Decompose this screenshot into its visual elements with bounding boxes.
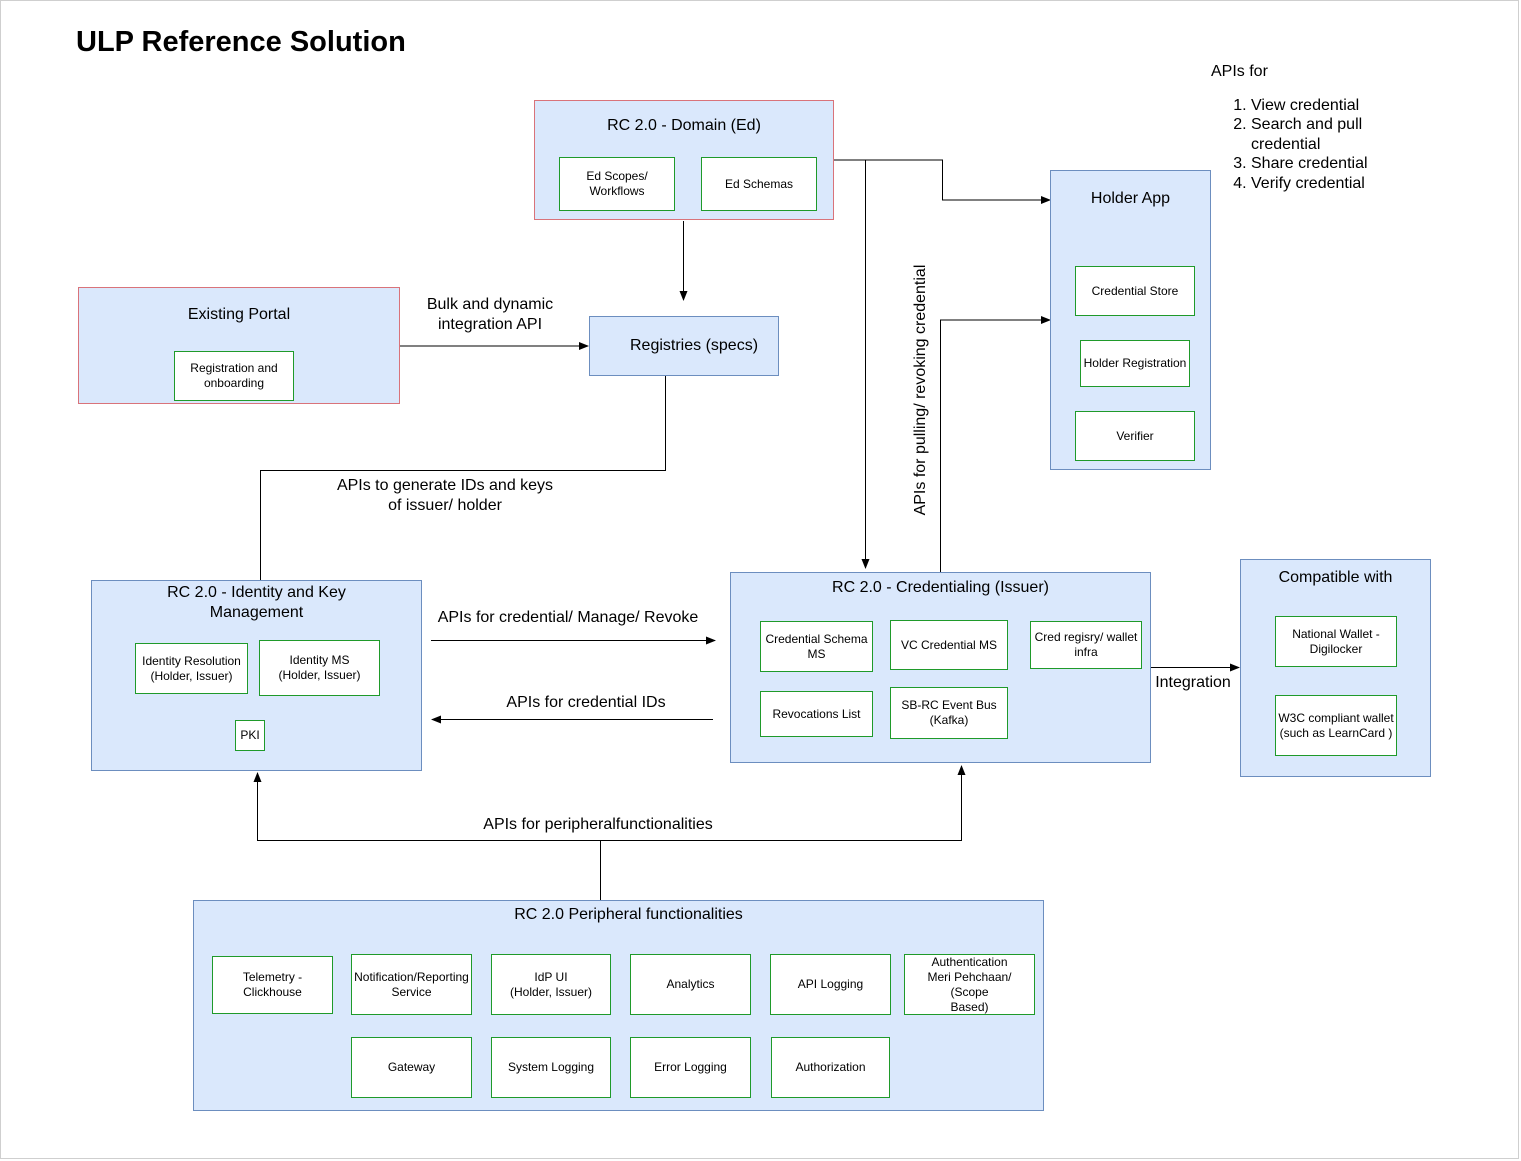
edge-label-pulling: APIs for pulling/ revoking credential <box>912 264 929 516</box>
compatible-group[interactable]: Compatible with National Wallet - Digilo… <box>1240 559 1431 777</box>
idp-ui-box[interactable]: IdP UI (Holder, Issuer) <box>491 954 611 1015</box>
credential-schema-box[interactable]: Credential Schema MS <box>760 621 873 672</box>
edge-label-bulk: Bulk and dynamic integration API <box>426 296 554 333</box>
edge-schemas-to-holder <box>816 159 1051 204</box>
peripheral-title: RC 2.0 Peripheral functionalities <box>514 906 743 923</box>
vc-credential-box[interactable]: VC Credential MS <box>890 620 1008 670</box>
identity-resolution-box[interactable]: Identity Resolution (Holder, Issuer) <box>135 643 248 694</box>
identity-group[interactable]: RC 2.0 - Identity and Key Management Ide… <box>91 580 422 771</box>
holder-registration-box[interactable]: Holder Registration <box>1080 340 1190 387</box>
apis-for-item: Search and pull credential <box>1251 115 1431 154</box>
registration-box[interactable]: Registration and onboarding <box>174 351 294 401</box>
error-logging-box[interactable]: Error Logging <box>630 1037 751 1098</box>
apis-for-heading: APIs for <box>1211 63 1268 80</box>
issuer-group[interactable]: RC 2.0 - Credentialing (Issuer) Credenti… <box>730 572 1151 763</box>
edge-issuer-to-holder <box>940 316 1051 573</box>
page-title: ULP Reference Solution <box>76 26 406 58</box>
notification-box[interactable]: Notification/Reporting Service <box>351 954 472 1015</box>
registries-group[interactable]: Registries (specs) <box>589 316 779 376</box>
ed-scopes-box[interactable]: Ed Scopes/ Workflows <box>559 157 675 211</box>
issuer-title: RC 2.0 - Credentialing (Issuer) <box>832 579 1049 596</box>
registries-title: Registries (specs) <box>629 337 759 354</box>
compatible-title: Compatible with <box>1278 569 1393 586</box>
w3c-wallet-box[interactable]: W3C compliant wallet (such as LearnCard … <box>1275 695 1397 756</box>
edge-label-integration: Integration <box>1155 674 1231 691</box>
edge-label-manage: APIs for credential/ Manage/ Revoke <box>437 609 699 626</box>
cred-registry-box[interactable]: Cred regisry/ wallet infra <box>1030 621 1142 669</box>
analytics-box[interactable]: Analytics <box>630 954 751 1015</box>
system-logging-box[interactable]: System Logging <box>491 1037 611 1098</box>
edge-label-peripheral: APIs for peripheralfunctionalities <box>483 816 713 833</box>
revocations-list-box[interactable]: Revocations List <box>760 691 873 737</box>
apis-for-item: Verify credential <box>1251 174 1431 194</box>
peripheral-group[interactable]: RC 2.0 Peripheral functionalities Teleme… <box>193 900 1044 1111</box>
authorization-box[interactable]: Authorization <box>771 1037 890 1098</box>
portal-title: Existing Portal <box>187 306 291 323</box>
credential-store-box[interactable]: Credential Store <box>1075 266 1195 316</box>
apis-for-item: Share credential <box>1251 154 1431 174</box>
ed-schemas-box[interactable]: Ed Schemas <box>701 157 817 211</box>
edge-label-gen-ids: APIs to generate IDs and keys of issuer/… <box>336 477 554 514</box>
api-logging-box[interactable]: API Logging <box>770 954 891 1015</box>
portal-group[interactable]: Existing Portal Registration and onboard… <box>78 287 400 404</box>
apis-for-item: View credential <box>1251 96 1431 116</box>
edge-peripheral-to-identity <box>253 772 601 841</box>
domain-group[interactable]: RC 2.0 - Domain (Ed) Ed Scopes/ Workflow… <box>534 100 834 220</box>
apis-for-list: View credential Search and pull credenti… <box>1211 96 1431 194</box>
telemetry-box[interactable]: Telemetry - Clickhouse <box>212 956 333 1014</box>
holder-title: Holder App <box>1090 190 1171 207</box>
verifier-box[interactable]: Verifier <box>1075 411 1195 461</box>
edge-registries-to-identity <box>260 376 666 581</box>
identity-ms-box[interactable]: Identity MS (Holder, Issuer) <box>259 640 380 696</box>
identity-title: RC 2.0 - Identity and Key Management <box>167 584 346 621</box>
apis-for-note: APIs for View credential Search and pull… <box>1211 62 1431 193</box>
pki-box[interactable]: PKI <box>235 720 265 751</box>
national-wallet-box[interactable]: National Wallet - Digilocker <box>1275 616 1397 667</box>
edge-label-cred-ids: APIs for credential IDs <box>506 694 666 711</box>
authentication-box[interactable]: Authentication Meri Pehchaan/ (Scope Bas… <box>904 954 1035 1015</box>
event-bus-box[interactable]: SB-RC Event Bus (Kafka) <box>890 687 1008 739</box>
edge-peripheral-to-issuer <box>600 765 966 841</box>
domain-title: RC 2.0 - Domain (Ed) <box>607 117 761 134</box>
holder-group[interactable]: Holder App Credential Store Holder Regis… <box>1050 170 1211 470</box>
gateway-box[interactable]: Gateway <box>351 1037 472 1098</box>
